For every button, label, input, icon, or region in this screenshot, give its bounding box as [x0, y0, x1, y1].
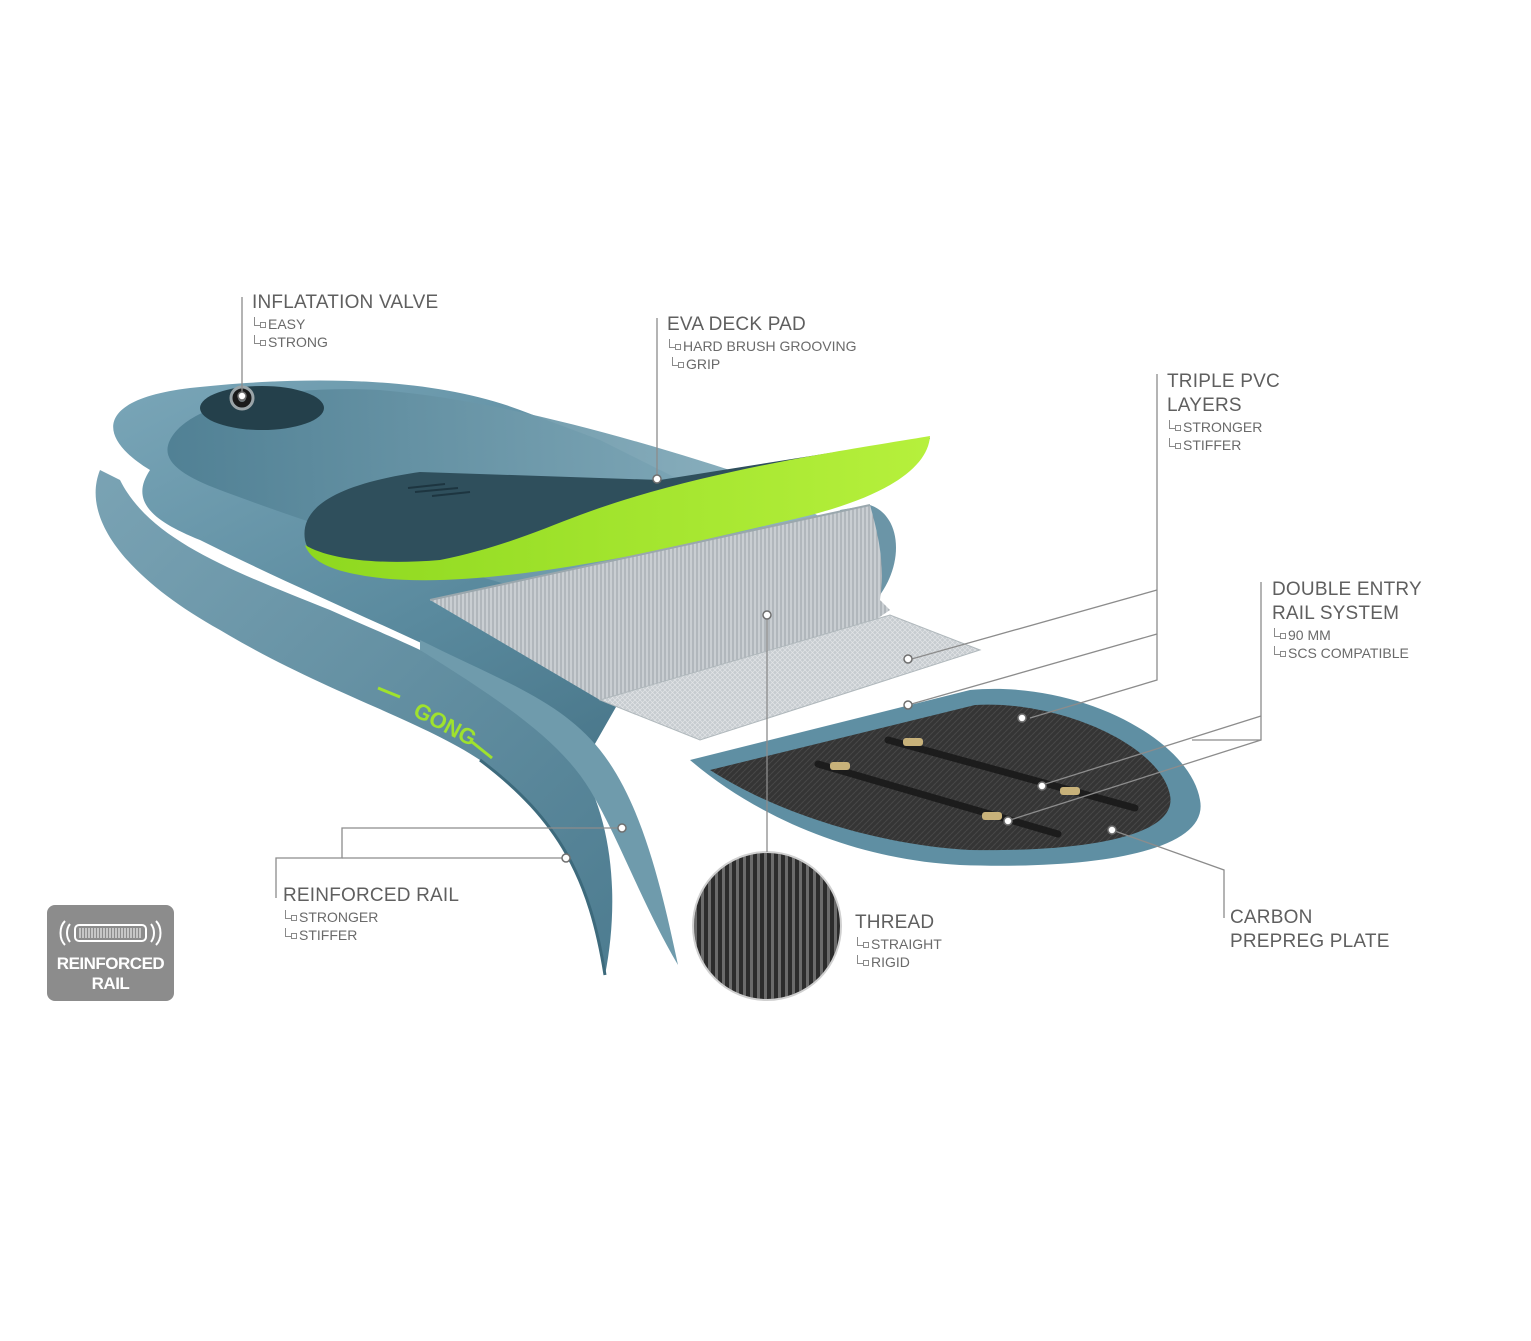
tree-bullet-icon	[283, 928, 297, 940]
callout-title: REINFORCED RAIL	[283, 885, 460, 906]
callout-item: 90 MM	[1272, 626, 1422, 644]
callout-item: STRONGER	[1167, 418, 1280, 436]
tree-bullet-icon	[1272, 646, 1286, 658]
tree-bullet-icon	[1167, 420, 1181, 432]
callout-item: EASY	[252, 315, 438, 333]
reinforced-rail-badge: REINFORCED RAIL	[47, 905, 174, 1001]
callout-carbon-plate: CARBON PREPREG PLATE	[1230, 906, 1390, 954]
tree-bullet-icon	[283, 910, 297, 922]
badge-line1: REINFORCED	[56, 954, 165, 973]
badge-label: REINFORCED RAIL	[47, 954, 174, 994]
tree-bullet-icon	[670, 357, 684, 369]
callout-item: STRAIGHT	[855, 935, 942, 953]
callout-thread: THREAD STRAIGHT RIGID	[855, 911, 942, 971]
tree-bullet-icon	[855, 937, 869, 949]
callout-title-line2: PREPREG PLATE	[1230, 931, 1390, 952]
callout-item: GRIP	[667, 355, 856, 373]
callout-title: EVA DECK PAD	[667, 314, 806, 335]
tree-bullet-icon	[252, 317, 266, 329]
leader-lines	[241, 297, 1262, 918]
callout-item: RIGID	[855, 953, 942, 971]
tree-bullet-icon	[667, 339, 681, 351]
rail-system	[814, 736, 1139, 838]
callout-eva-deck-pad: EVA DECK PAD HARD BRUSH GROOVING GRIP	[667, 313, 856, 373]
callout-title-line2: LAYERS	[1167, 395, 1242, 416]
callout-title: THREAD	[855, 912, 935, 933]
tree-bullet-icon	[252, 335, 266, 347]
callout-double-entry: DOUBLE ENTRY RAIL SYSTEM 90 MM SCS COMPA…	[1272, 578, 1422, 662]
callout-item: STIFFER	[283, 926, 459, 944]
reinforced-rail	[95, 470, 613, 975]
tree-bullet-icon	[855, 955, 869, 967]
thread-magnifier	[692, 851, 842, 1001]
callout-item: HARD BRUSH GROOVING	[667, 337, 856, 355]
rail-inner-layer	[420, 640, 678, 965]
callout-title-line1: CARBON	[1230, 907, 1313, 928]
eva-green-layer	[305, 436, 930, 581]
callout-reinforced-rail: REINFORCED RAIL STRONGER STIFFER	[283, 884, 459, 944]
callout-item: STIFFER	[1167, 436, 1280, 454]
callout-item: STRONGER	[283, 908, 459, 926]
callout-title-line1: DOUBLE ENTRY	[1272, 579, 1422, 600]
callout-triple-pvc: TRIPLE PVC LAYERS STRONGER STIFFER	[1167, 370, 1280, 454]
callout-title-line1: TRIPLE PVC	[1167, 371, 1280, 392]
leader-dots	[237, 391, 1117, 863]
carbon-plate	[710, 704, 1171, 851]
badge-line2: RAIL	[91, 974, 130, 993]
callout-item: STRONG	[252, 333, 438, 351]
callout-title: INFLATATION VALVE	[252, 292, 439, 313]
callout-item: SCS COMPATIBLE	[1272, 644, 1422, 662]
tree-bullet-icon	[1167, 438, 1181, 450]
callout-title-line2: RAIL SYSTEM	[1272, 603, 1400, 624]
inflation-valve-icon	[200, 385, 324, 430]
mesh-layer	[600, 615, 980, 740]
reinforced-rail-icon	[59, 920, 162, 946]
callout-inflation-valve: INFLATATION VALVE EASY STRONG	[252, 291, 438, 351]
tree-bullet-icon	[1272, 628, 1286, 640]
